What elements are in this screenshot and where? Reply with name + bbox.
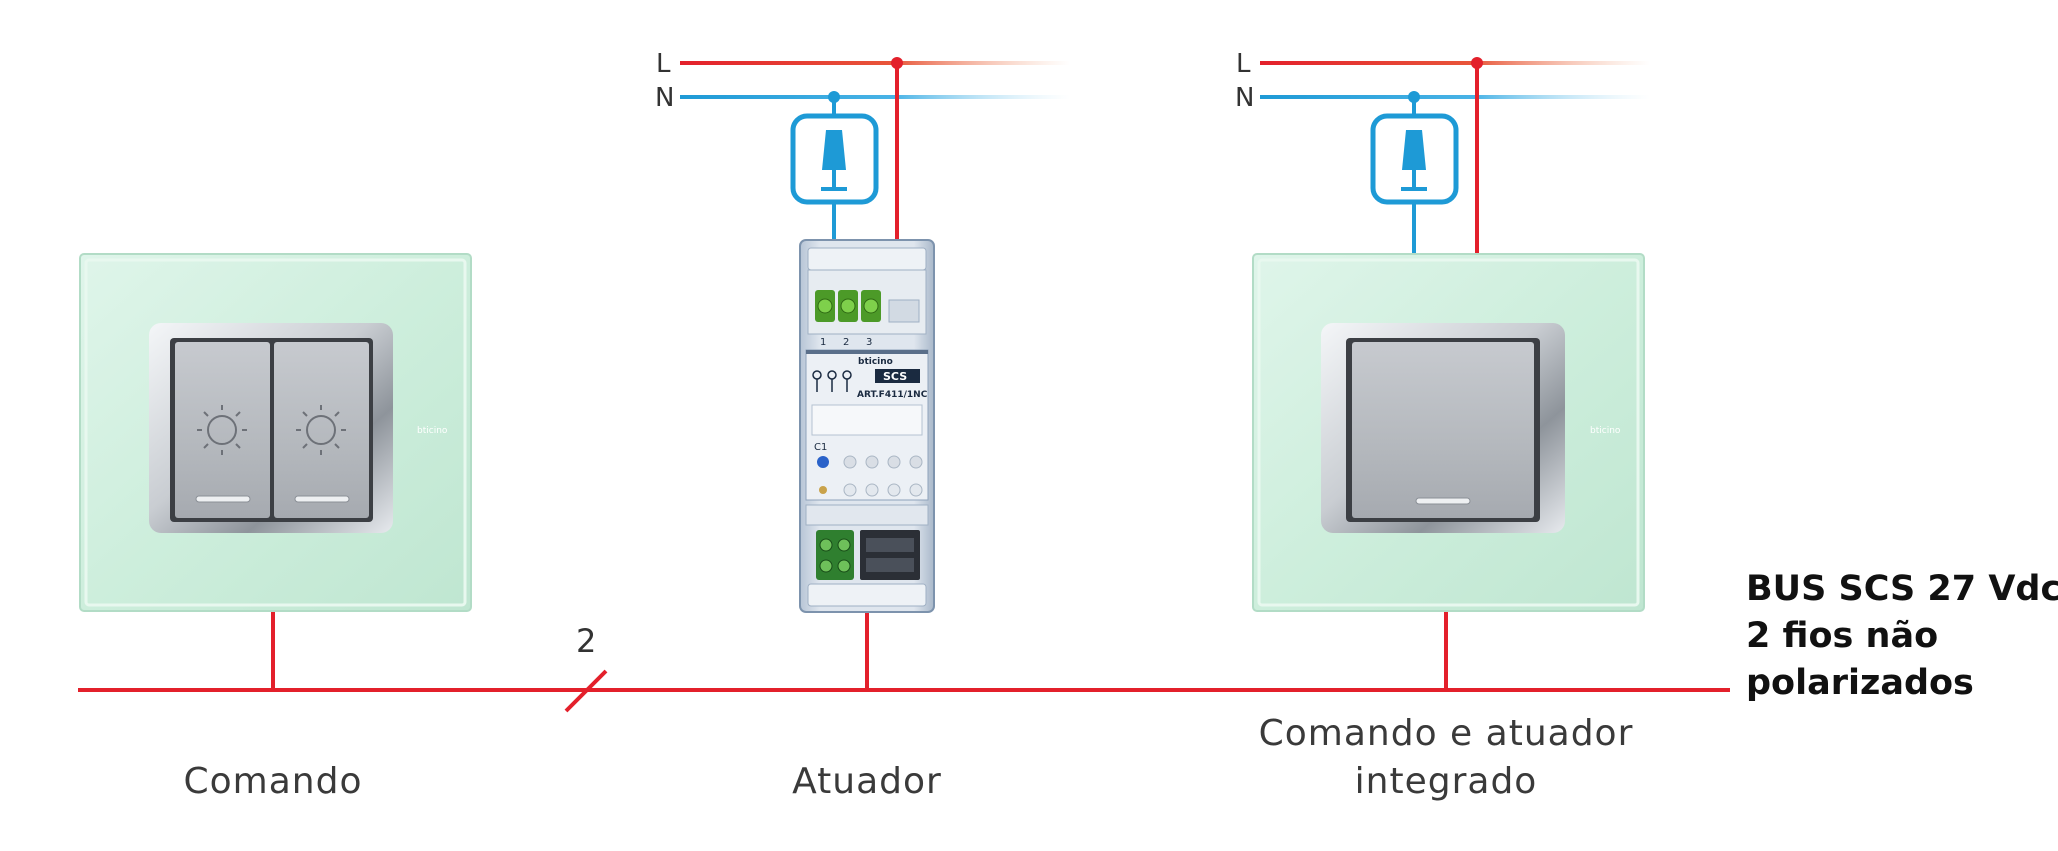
led-left	[195, 495, 251, 503]
wire-count-slash	[564, 669, 608, 713]
command-caption: Comando	[183, 761, 363, 802]
bus-line: 2	[78, 612, 1730, 713]
top-terminals	[815, 290, 920, 323]
line-label-1: L	[656, 49, 671, 79]
config-socket	[817, 456, 829, 468]
switch-key-right	[274, 342, 369, 518]
light-bulb-icon	[197, 405, 247, 455]
bus-terminals	[816, 530, 920, 580]
terminal-2-label: 2	[843, 337, 849, 348]
neutral-label-1: N	[655, 83, 674, 113]
supply-lines-actuator: L N	[655, 49, 1070, 240]
lamp-icon	[1370, 113, 1459, 205]
bus-note-line-1: BUS SCS 27 Vdc	[1746, 569, 2058, 609]
actuator-system: SCS	[883, 370, 907, 383]
actuator-caption: Atuador	[792, 761, 942, 802]
light-bulb-icon	[296, 405, 346, 455]
integrated-caption-line-2: integrado	[1354, 761, 1538, 802]
command-device: bticino	[79, 253, 472, 612]
terminal-1-label: 1	[820, 337, 826, 348]
actuator-article: ART.F411/1NC	[857, 390, 928, 400]
neutral-label-2: N	[1235, 83, 1254, 113]
actuator-label-slot	[811, 404, 923, 436]
actuator-brand: bticino	[858, 357, 893, 367]
config-label: C1	[814, 442, 827, 453]
integrated-device: bticino	[1252, 253, 1645, 612]
status-led	[819, 486, 827, 494]
supply-lines-integrated: L N	[1235, 49, 1650, 256]
terminal-3-label: 3	[866, 337, 872, 348]
relay-symbol-icon	[812, 370, 852, 392]
bus-note-line-3: polarizados	[1746, 663, 1974, 703]
switch-key-single	[1352, 342, 1534, 518]
bus-note-line-2: 2 fios não	[1746, 616, 1939, 656]
plate-brand-integrated: bticino	[1590, 426, 1621, 436]
plate-brand-command: bticino	[417, 426, 448, 436]
wire-count-label: 2	[576, 622, 596, 660]
integrated-caption: Comando e atuador integrado	[1226, 710, 1666, 806]
led-right	[294, 495, 350, 503]
line-label-2: L	[1236, 49, 1251, 79]
led-single	[1415, 497, 1471, 505]
integrated-caption-line-1: Comando e atuador	[1258, 713, 1634, 754]
switch-key-left	[175, 342, 270, 518]
lamp-icon	[790, 113, 879, 205]
actuator-device: 1 2 3 bticino SCS ART.F411/1NC C1	[799, 239, 935, 613]
bus-note: BUS SCS 27 Vdc 2 fios não polarizados	[1746, 566, 2058, 707]
